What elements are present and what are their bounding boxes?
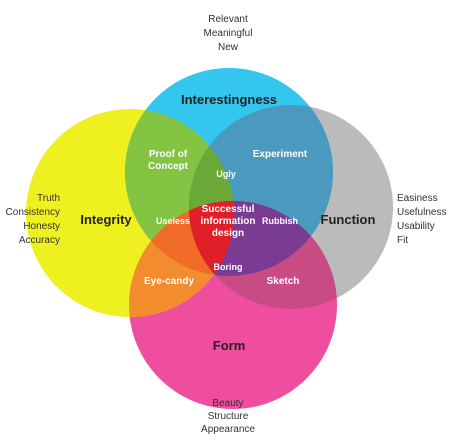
successful-information-design-label: design [212, 228, 244, 239]
sketch-label: Sketch [267, 276, 300, 287]
integrity-keyword: Consistency [6, 207, 60, 218]
rubbish-label: Rubbish [262, 216, 298, 226]
form-title: Form [213, 338, 246, 353]
function-keyword: Usefulness [397, 207, 446, 218]
integrity-keyword: Accuracy [19, 235, 60, 246]
interestingness-keyword: New [218, 42, 239, 53]
successful-information-design-label: information [201, 216, 256, 227]
integrity-keyword: Honesty [23, 221, 60, 232]
integrity-title: Integrity [80, 212, 132, 227]
form-keyword: Appearance [201, 424, 255, 435]
function-keyword: Fit [397, 235, 408, 246]
boring-label: Boring [214, 262, 243, 272]
integrity-keyword: Truth [37, 193, 60, 204]
rubbish-region [189, 201, 333, 276]
form-keyword: Beauty [212, 398, 243, 409]
function-keyword: Usability [397, 221, 435, 232]
function-keyword: Easiness [397, 193, 438, 204]
eye-candy-label: Eye-candy [144, 276, 194, 287]
interestingness-title: Interestingness [181, 92, 277, 107]
ugly-label: Ugly [216, 169, 236, 179]
function-title: Function [321, 212, 376, 227]
interestingness-keyword: Relevant [208, 14, 248, 25]
experiment-label: Experiment [253, 149, 308, 160]
proof-of-concept-label: Proof of [149, 149, 188, 160]
form-keyword: Structure [208, 411, 249, 422]
successful-information-design-label: Successful [202, 204, 255, 215]
useless-label: Useless [156, 216, 190, 226]
proof-of-concept-label: Concept [148, 161, 189, 172]
useless-region [129, 201, 234, 276]
interestingness-keyword: Meaningful [204, 28, 253, 39]
